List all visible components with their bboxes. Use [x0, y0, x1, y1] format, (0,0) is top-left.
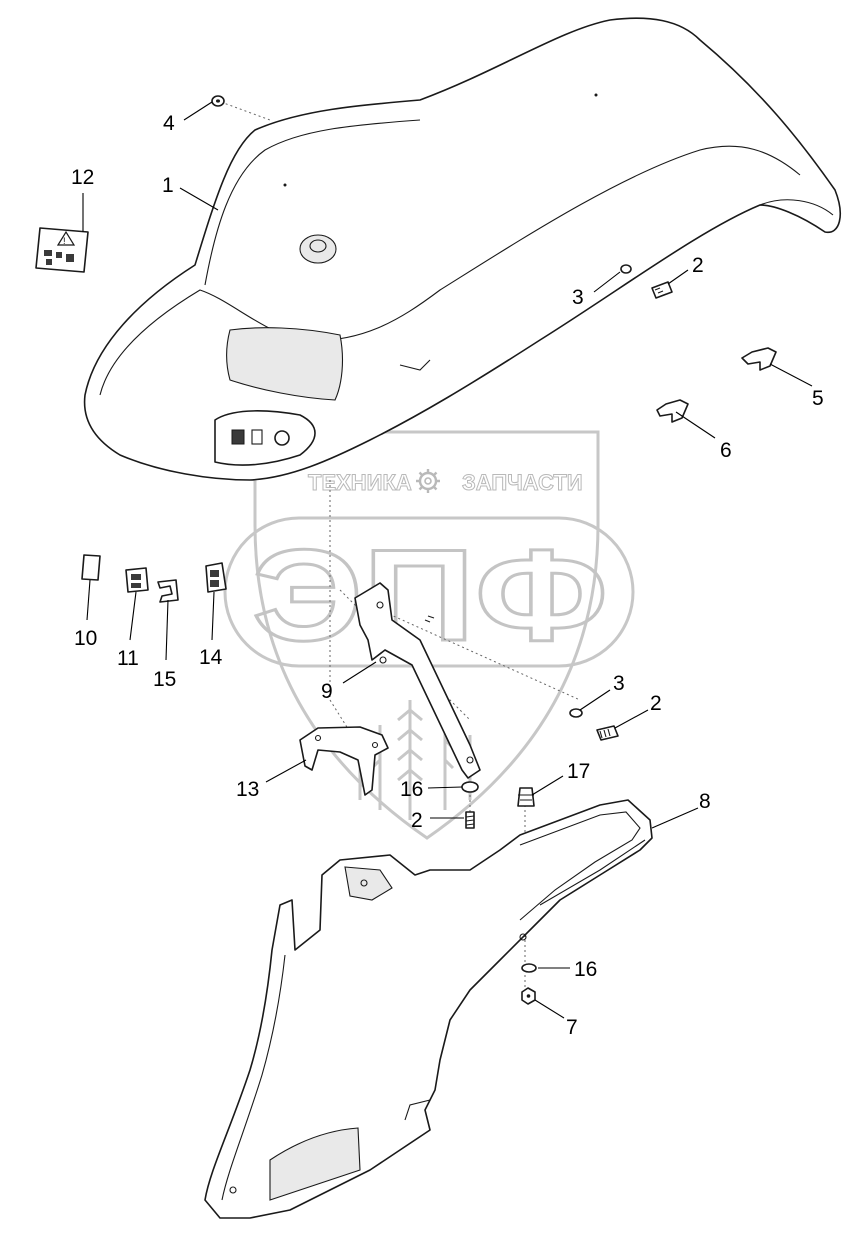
callout-11: 11 — [117, 647, 139, 670]
svg-text:!: ! — [63, 236, 66, 246]
leader-lines — [82, 101, 813, 1019]
washer-part-3-top — [620, 264, 632, 274]
callout-10: 10 — [74, 627, 97, 650]
callouts: 1 2 3 4 5 6 12 10 11 15 14 9 3 2 13 16 1… — [71, 112, 824, 1039]
watermark-right-text: ЗАПЧАСТИ — [462, 470, 583, 495]
nut-part-7 — [521, 987, 536, 1005]
callout-17: 17 — [567, 760, 590, 783]
bolt-part-2-middle — [596, 725, 619, 741]
callout-16-middle: 16 — [400, 778, 423, 801]
clip-part-6 — [656, 399, 689, 423]
washer-part-16-middle — [461, 781, 479, 793]
clip-part-5 — [741, 347, 777, 371]
bracket-part-13 — [299, 726, 389, 796]
washer-part-3-middle — [569, 708, 583, 718]
callout-12: 12 — [71, 166, 94, 189]
gear-icon — [416, 469, 440, 493]
callout-3-top: 3 — [572, 286, 584, 309]
washer-part-16-bottom — [521, 963, 537, 973]
callout-3-middle: 3 — [613, 672, 625, 695]
nut-part-4 — [211, 95, 225, 107]
callout-15: 15 — [153, 668, 176, 691]
callout-16-bottom: 16 — [574, 958, 597, 981]
callout-2-top: 2 — [692, 254, 704, 277]
watermark-left-text: ТЕХНИКА — [308, 470, 412, 495]
warning-label-part-12: ! — [35, 227, 89, 273]
bracket-part-15 — [157, 579, 179, 603]
insert-part-10 — [81, 554, 101, 581]
bracket-part-9 — [354, 582, 481, 779]
bolt-part-2-top — [651, 281, 673, 299]
watermark-shield-outline — [253, 430, 600, 840]
callout-4: 4 — [163, 112, 175, 135]
callout-5: 5 — [812, 387, 824, 410]
callout-2-bottom: 2 — [411, 809, 423, 832]
liner-part-8 — [204, 799, 653, 1219]
watermark: ТЕХНИКА ЗАПЧАСТИ ЭПФ — [223, 430, 635, 840]
plug-part-17 — [517, 787, 535, 807]
block-part-14 — [205, 562, 227, 593]
callout-6: 6 — [720, 439, 732, 462]
callout-1: 1 — [162, 174, 174, 197]
block-part-11 — [125, 567, 149, 593]
bolt-part-2-bottom — [465, 811, 475, 829]
callout-13: 13 — [236, 778, 259, 801]
callout-8: 8 — [699, 790, 711, 813]
callout-2-middle: 2 — [650, 692, 662, 715]
watermark-logo-text: ЭПФ — [252, 522, 608, 668]
callout-14: 14 — [199, 646, 223, 669]
fender-part-1 — [83, 17, 841, 481]
callout-9: 9 — [321, 680, 333, 703]
callout-7: 7 — [566, 1016, 578, 1039]
